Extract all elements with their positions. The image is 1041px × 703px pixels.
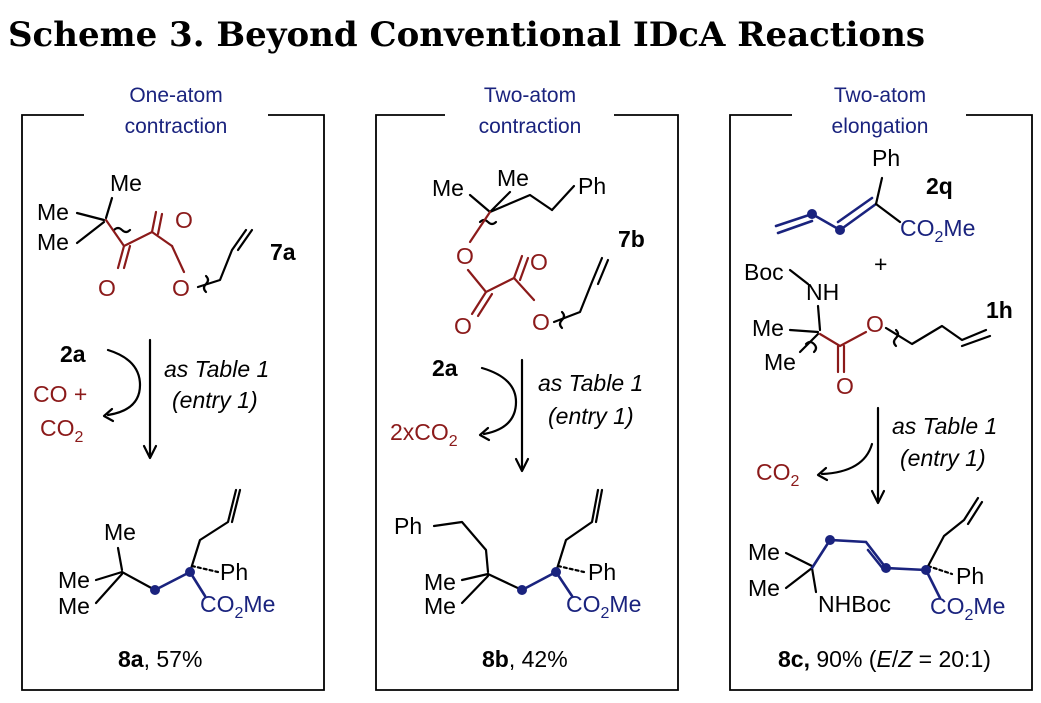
svg-text:Ph: Ph	[588, 559, 616, 585]
svg-text:O: O	[98, 275, 116, 301]
svg-text:O: O	[456, 243, 474, 269]
svg-text:Me: Me	[37, 229, 69, 255]
svg-text:CO2Me: CO2Me	[900, 215, 975, 246]
panel-3-byproduct: CO2	[756, 459, 800, 490]
svg-text:Ph: Ph	[220, 559, 248, 585]
substrate-7a-label: 7a	[270, 239, 296, 265]
product-8c-structure: Me Me NHBoc Ph CO2Me	[748, 496, 1005, 624]
svg-text:Me: Me	[104, 519, 136, 545]
panel-1-heading-line1: One-atom	[129, 84, 222, 107]
svg-text:Me: Me	[764, 349, 796, 375]
svg-text:Me: Me	[424, 593, 456, 619]
panel-two-atom-contraction: Two-atom contraction Me Me Ph O O O O 7b…	[375, 84, 679, 691]
substrate-1h-label: 1h	[986, 297, 1013, 323]
svg-text:CO2Me: CO2Me	[930, 593, 1005, 624]
panel-2-reagent: 2a	[432, 355, 458, 381]
svg-text:Me: Me	[497, 165, 529, 191]
panel-3-conditions-line1: as Table 1	[892, 413, 997, 439]
panel-2-byproduct: 2xCO2	[390, 419, 458, 450]
panel-1-conditions-line2: (entry 1)	[172, 387, 258, 413]
panel-2-conditions-line1: as Table 1	[538, 370, 643, 396]
svg-text:Ph: Ph	[578, 173, 606, 199]
svg-text:NHBoc: NHBoc	[818, 591, 891, 617]
svg-text:Me: Me	[58, 593, 90, 619]
scheme-title: Scheme 3. Beyond Conventional IDcA React…	[8, 15, 925, 55]
product-8b-structure: Ph Me Me Ph CO2Me	[394, 488, 641, 622]
svg-text:Me: Me	[752, 315, 784, 341]
svg-text:Me: Me	[748, 539, 780, 565]
reagent-2q-structure: Ph CO2Me 2q	[774, 145, 975, 246]
panel-2-heading-line2: contraction	[479, 115, 582, 138]
panel-1-frame	[21, 114, 325, 691]
svg-text:O: O	[175, 207, 193, 233]
panel-3-frame	[729, 114, 1033, 691]
panel-1-conditions-line1: as Table 1	[164, 356, 269, 382]
svg-text:NH: NH	[806, 279, 839, 305]
panel-3-conditions-line2: (entry 1)	[900, 445, 986, 471]
panel-1-byproduct-line1: CO +	[33, 381, 87, 407]
panel-2-curved-arrow	[480, 366, 518, 436]
svg-text:Ph: Ph	[872, 145, 900, 171]
panel-2-heading-line1: Two-atom	[484, 84, 576, 107]
panel-1-heading-line2: contraction	[125, 115, 228, 138]
product-8b-caption: 8b, 42%	[482, 646, 568, 672]
svg-text:Boc: Boc	[744, 259, 784, 285]
panel-1-curved-arrow	[106, 348, 142, 417]
panel-1-reagent: 2a	[60, 341, 86, 367]
svg-text:O: O	[454, 313, 472, 339]
substrate-1h-structure: Boc NH Me Me O O 1h	[744, 259, 1013, 399]
substrate-7b-label: 7b	[618, 226, 645, 252]
panel-2-conditions-line2: (entry 1)	[548, 403, 634, 429]
svg-text:CO2Me: CO2Me	[200, 591, 275, 622]
substrate-7b-structure: Me Me Ph O O O O 7b	[432, 165, 645, 339]
panel-1-byproduct-line2: CO2	[40, 415, 84, 446]
svg-text:Ph: Ph	[956, 563, 984, 589]
panel-3-heading-line2: elongation	[832, 115, 929, 138]
svg-text:Me: Me	[37, 199, 69, 225]
substrate-7a-structure: Me Me Me O O O 7a	[37, 170, 296, 301]
panel-2-frame	[375, 114, 679, 691]
reagent-2q-label: 2q	[926, 173, 953, 199]
panel-3-curved-arrow	[820, 442, 874, 476]
product-8a-structure: Me Me Me Ph CO2Me	[58, 488, 275, 622]
svg-text:Me: Me	[110, 170, 142, 196]
product-8a-caption: 8a, 57%	[118, 646, 202, 672]
panel-3-plus: +	[874, 251, 887, 277]
svg-text:O: O	[530, 249, 548, 275]
svg-text:Ph: Ph	[394, 513, 422, 539]
svg-text:Me: Me	[58, 567, 90, 593]
svg-text:O: O	[836, 373, 854, 399]
svg-text:Me: Me	[424, 569, 456, 595]
svg-text:CO2Me: CO2Me	[566, 591, 641, 622]
svg-text:Me: Me	[748, 575, 780, 601]
svg-text:O: O	[866, 311, 884, 337]
product-8c-caption: 8c, 90% (E/Z = 20:1)	[778, 646, 991, 672]
svg-text:O: O	[532, 309, 550, 335]
panel-3-heading-line1: Two-atom	[834, 84, 926, 107]
panel-two-atom-elongation: Two-atom elongation Ph CO2Me 2q + Boc NH…	[729, 84, 1033, 691]
svg-text:Me: Me	[432, 175, 464, 201]
svg-text:O: O	[172, 275, 190, 301]
panel-one-atom-contraction: One-atom contraction Me Me Me O O O 7a 2…	[21, 84, 325, 691]
